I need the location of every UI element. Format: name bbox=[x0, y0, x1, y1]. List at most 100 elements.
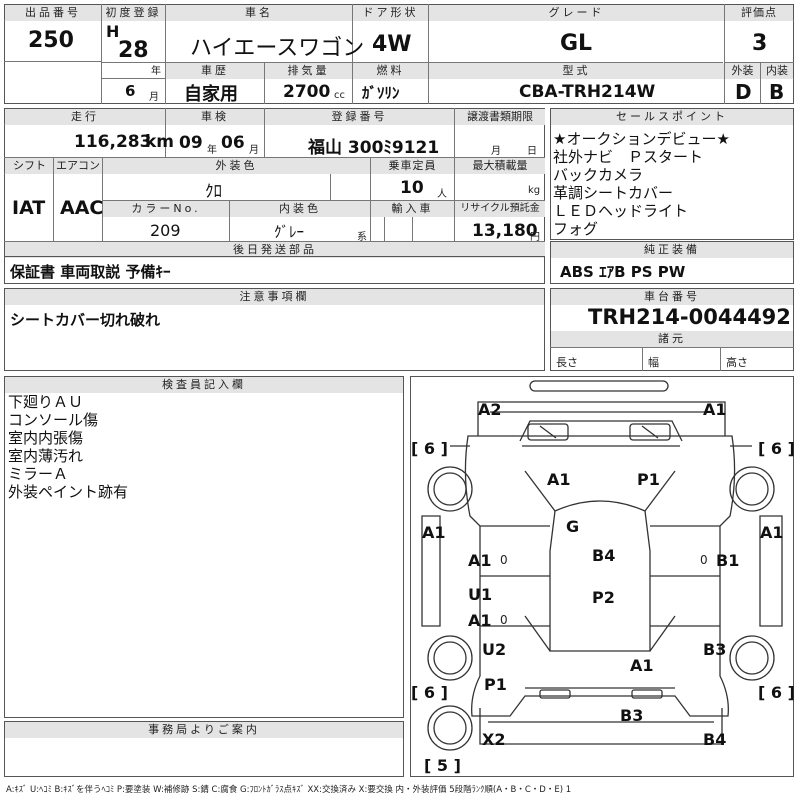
inspector-note: 下廻りＡＵ bbox=[8, 393, 84, 411]
mark-p1-hood-right: P1 bbox=[637, 470, 660, 489]
door-label: ドア形状 bbox=[353, 5, 428, 21]
mark-tire-rear-left: [ 6 ] bbox=[411, 683, 448, 702]
mark-u2: U2 bbox=[482, 640, 507, 659]
spec-width: 幅 bbox=[648, 356, 659, 369]
inspector-note: 室内薄汚れ bbox=[8, 447, 84, 465]
fuel: ｶﾞｿﾘﾝ bbox=[362, 84, 400, 102]
chassis-label: 車台番号 bbox=[551, 289, 793, 305]
air-conditioner: AAC bbox=[60, 197, 104, 219]
car-diagram bbox=[421, 380, 783, 751]
notes-box bbox=[4, 288, 545, 371]
later-parts: 保証書 車両取説 予備ｷｰ bbox=[10, 263, 171, 281]
reg-month: 6 bbox=[125, 82, 136, 100]
sales-point: フォグ bbox=[553, 220, 599, 238]
sales-points-label: セールスポイント bbox=[551, 109, 793, 125]
sales-point: バックカメラ bbox=[553, 166, 644, 184]
history: 自家用 bbox=[184, 84, 238, 105]
shift-label: シフト bbox=[5, 158, 53, 174]
capacity-unit: 人 bbox=[437, 189, 447, 200]
model-label: 型式 bbox=[429, 63, 724, 79]
mark-b1-door-right: B1 bbox=[716, 551, 740, 570]
door-type: 4W bbox=[372, 32, 412, 57]
spec-length: 長さ bbox=[556, 356, 578, 369]
grade-label: グレード bbox=[429, 5, 724, 21]
factory-equipment-label: 純正装備 bbox=[551, 242, 793, 258]
displacement-unit: cc bbox=[334, 90, 345, 101]
import-label: 輸入車 bbox=[371, 201, 454, 217]
mark-b3-bottom: B3 bbox=[620, 706, 644, 725]
capacity-label: 乗車定員 bbox=[371, 158, 454, 174]
max-load-label: 最大積載量 bbox=[455, 158, 545, 174]
score: 3 bbox=[752, 31, 768, 56]
inspector-note: ミラーＡ bbox=[8, 465, 69, 483]
year-unit: 年 bbox=[151, 66, 161, 77]
exterior-color: ｸﾛ bbox=[205, 182, 222, 202]
recycle-deposit: 13,180 bbox=[472, 221, 538, 241]
interior-color: ｸﾞﾚｰ bbox=[274, 223, 305, 241]
lot-number: 250 bbox=[28, 28, 74, 53]
mark-b3-right: B3 bbox=[703, 640, 727, 659]
factory-equipment: ABS ｴｱB PS PW bbox=[560, 263, 686, 281]
specs-label: 諸元 bbox=[551, 331, 793, 347]
fuel-label: 燃料 bbox=[353, 63, 428, 79]
capacity: 10 bbox=[400, 178, 424, 198]
mark-zero-right: 0 bbox=[700, 553, 708, 567]
mark-tire-front-left: [ 6 ] bbox=[411, 439, 448, 458]
history-label: 車歴 bbox=[166, 63, 264, 79]
mark-a1-right-panel: A1 bbox=[760, 523, 784, 542]
plate-number: 福山 300ﾐ9121 bbox=[308, 138, 440, 158]
inspection-label: 車検 bbox=[166, 109, 264, 125]
model-code: CBA-TRH214W bbox=[519, 82, 656, 102]
inspector-note: コンソール傷 bbox=[8, 411, 99, 429]
mark-u1: U1 bbox=[468, 585, 493, 604]
inspection-year: 09 bbox=[179, 133, 203, 153]
later-parts-label: 後日発送部品 bbox=[5, 242, 545, 258]
car-name: ハイエースワゴン bbox=[190, 36, 365, 61]
exterior-color-label: 外装色 bbox=[103, 158, 370, 174]
sales-points-list: ★オークションデビュー★ 社外ナビ Ｐスタート バックカメラ 革調シートカバー … bbox=[553, 130, 730, 238]
grade: GL bbox=[560, 31, 593, 56]
exterior-grade-label: 外装 bbox=[725, 63, 760, 79]
color-number: 209 bbox=[150, 221, 181, 240]
interior-grade: B bbox=[769, 80, 785, 104]
mark-a1-front-right: A1 bbox=[703, 400, 727, 419]
sales-point: 革調シートカバー bbox=[553, 184, 674, 202]
chassis-box bbox=[550, 288, 794, 371]
sales-point: ★オークションデビュー★ bbox=[553, 130, 730, 148]
notes-label: 注意事項欄 bbox=[5, 289, 544, 305]
sales-point: ＬＥＤヘッドライト bbox=[553, 202, 689, 220]
mark-b4-roof: B4 bbox=[592, 546, 616, 565]
mark-a1-door-left: A1 bbox=[468, 551, 492, 570]
exterior-grade: D bbox=[735, 80, 752, 104]
plate-label: 登録番号 bbox=[265, 109, 454, 125]
mark-b4-bottom: B4 bbox=[703, 730, 727, 749]
max-load-unit: kg bbox=[528, 185, 541, 196]
transfer-day-unit: 日 bbox=[527, 146, 537, 157]
displacement: 2700 bbox=[283, 82, 331, 102]
header-block bbox=[4, 4, 794, 104]
mark-p1-lower: P1 bbox=[484, 675, 507, 694]
transfer-deadline-label: 譲渡書類期限 bbox=[455, 109, 545, 125]
displacement-label: 排気量 bbox=[265, 63, 352, 79]
sales-point: 社外ナビ Ｐスタート bbox=[553, 148, 704, 166]
inspector-label: 検査員記入欄 bbox=[5, 377, 403, 393]
mark-zero-left: 0 bbox=[500, 553, 508, 567]
inspection-month-unit: 月 bbox=[249, 145, 259, 156]
mark-a1-hood-left: A1 bbox=[547, 470, 571, 489]
interior-color-unit: 系 bbox=[357, 232, 367, 243]
inspector-note: 外装ペイント跡有 bbox=[8, 483, 129, 501]
score-label: 評価点 bbox=[725, 5, 793, 21]
recycle-deposit-unit: 円 bbox=[530, 232, 540, 243]
reg-year: 28 bbox=[118, 38, 149, 63]
mark-tire-front-right: [ 6 ] bbox=[758, 439, 795, 458]
inspection-month: 06 bbox=[221, 133, 245, 153]
inspector-notes: 下廻りＡＵ コンソール傷 室内内張傷 室内薄汚れ ミラーＡ 外装ペイント跡有 bbox=[8, 393, 128, 501]
office-box bbox=[4, 721, 404, 777]
mark-a1-left-panel: A1 bbox=[422, 523, 446, 542]
mark-spare-tire: [ 5 ] bbox=[424, 756, 461, 775]
office-label: 事務局よりご案内 bbox=[5, 722, 403, 738]
mark-a1-door-left-lower: A1 bbox=[468, 611, 492, 630]
mileage-label: 走行 bbox=[5, 109, 165, 125]
month-unit: 月 bbox=[149, 92, 159, 103]
shift: IAT bbox=[12, 197, 46, 219]
